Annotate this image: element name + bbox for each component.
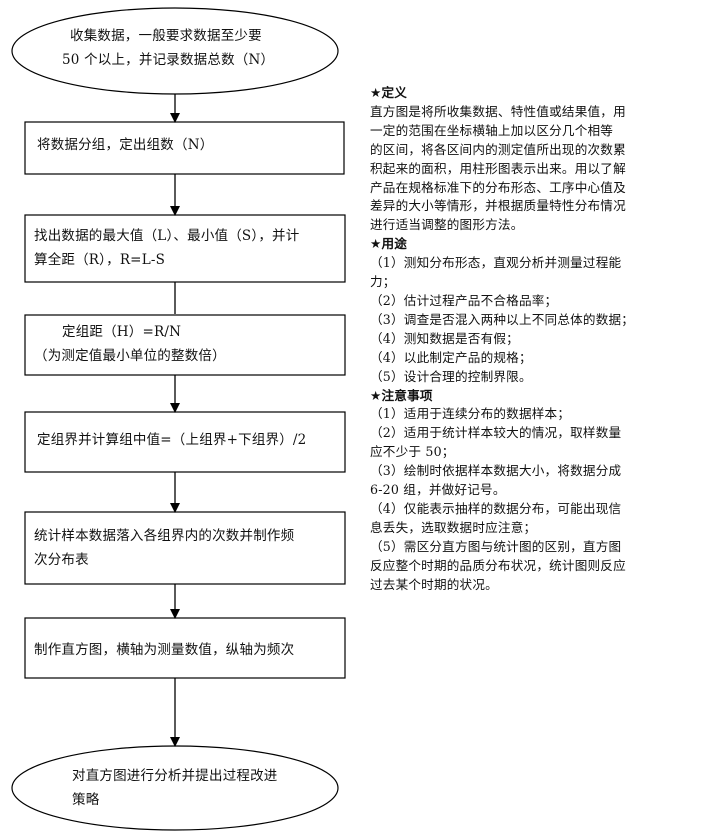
usage-line: 力；	[370, 274, 396, 290]
step5-text-line1: 统计样本数据落入各组界内的次数并制作频	[34, 528, 295, 544]
flowchart-canvas	[11, 7, 346, 831]
step1-box	[24, 121, 345, 175]
step3-box	[24, 314, 346, 376]
step6-text: 制作直方图，横轴为测量数值，纵轴为频次	[34, 642, 295, 658]
step5-text: 统计样本数据落入各组界内的次数并制作频 次分布表	[34, 524, 294, 572]
definition-line: 进行适当调整的图形方法。	[370, 217, 524, 233]
end-text-line1: 对直方图进行分析并提出过程改进	[72, 768, 278, 784]
definition-line: 一定的范围在坐标横轴上加以区分几个相等	[370, 122, 614, 138]
usage-line: （3）调查是否混入两种以上不同总体的数据；	[370, 311, 635, 327]
usage-body: （1）测知分布形态，直观分析并测量过程能 力； （2）估计过程产品不合格品率； …	[370, 254, 706, 386]
definition-body: 直方图是将所收集数据、特性值或结果值，用 一定的范围在坐标横轴上加以区分几个相等…	[370, 103, 706, 235]
step1-text: 将数据分组，定出组数（N）	[37, 137, 214, 153]
notes-line: 6-20 组，并做好记号。	[370, 482, 506, 498]
notes-line: 息丢失，选取数据时应注意；	[370, 519, 537, 535]
start-text: 收集数据，一般要求数据至少要 50 个以上，并记录数据总数（N）	[62, 24, 274, 72]
notes-line: （4）仅能表示抽样的数据分布，可能出现信	[370, 500, 622, 516]
definition-line: 产品在规格标准下的分布形态、工序中心值及	[370, 179, 626, 195]
step2-box	[24, 214, 346, 283]
step5-box	[24, 511, 346, 585]
usage-line: （4）以此制定产品的规格；	[370, 349, 532, 365]
definition-line: 的区间，将各区间内的测定值所出现的次数累	[370, 141, 626, 157]
step2-text-line2: 算全距（R），R=L-S	[34, 252, 166, 268]
step3-text-line1: 定组距（H）=R/N	[62, 324, 182, 340]
usage-line: （2）估计过程产品不合格品率；	[370, 292, 558, 308]
start-text-line2: 50 个以上，并记录数据总数（N）	[62, 52, 275, 68]
step3-text-line2: （为测定值最小单位的整数倍）	[34, 348, 226, 364]
notes-line: （5）需区分直方图与统计图的区别，直方图	[370, 538, 622, 554]
end-text-line2: 策略	[72, 792, 100, 808]
notes-line: （3）绘制时依据样本数据大小，将数据分成	[370, 463, 622, 479]
info-panel: ★定义 直方图是将所收集数据、特性值或结果值，用 一定的范围在坐标横轴上加以区分…	[370, 84, 706, 594]
step4-text: 定组界并计算组中值=（上组界+下组界）/2	[37, 432, 307, 448]
definition-line: 差异的大小等情形，并根据质量特性分布情况	[370, 198, 626, 214]
definition-heading: ★定义	[370, 85, 408, 100]
notes-line: 应不少于 50；	[370, 444, 455, 460]
step2-text-line1: 找出数据的最大值（L）、最小值（S），并计	[34, 228, 300, 244]
usage-line: （1）测知分布形态，直观分析并测量过程能	[370, 255, 622, 271]
step6-box	[24, 617, 346, 679]
step2-text: 找出数据的最大值（L）、最小值（S），并计 算全距（R），R=L-S	[34, 224, 299, 272]
notes-line: 反应整个时期的品质分布状况，统计图则反应	[370, 557, 626, 573]
step4-box	[24, 411, 346, 473]
end-text: 对直方图进行分析并提出过程改进 策略	[72, 764, 278, 812]
start-text-line1: 收集数据，一般要求数据至少要	[70, 28, 262, 44]
usage-heading: ★用途	[370, 236, 408, 252]
usage-line: （5）设计合理的控制界限。	[370, 368, 532, 384]
definition-line: 直方图是将所收集数据、特性值或结果值，用	[370, 103, 626, 119]
step3-text: 定组距（H）=R/N （为测定值最小单位的整数倍）	[34, 320, 226, 368]
notes-heading: ★注意事项	[370, 387, 433, 403]
definition-line: 积起来的面积，用柱形图表示出来。用以了解	[370, 160, 626, 176]
notes-line: （2）适用于统计样本较大的情况，取样数量	[370, 425, 622, 441]
step5-text-line2: 次分布表	[34, 552, 89, 568]
usage-line: （4）测知数据是否有假；	[370, 330, 519, 346]
notes-body: （1）适用于连续分布的数据样本； （2）适用于统计样本较大的情况，取样数量 应不…	[370, 405, 706, 594]
notes-line: 过去某个时期的状况。	[370, 576, 498, 592]
notes-line: （1）适用于连续分布的数据样本；	[370, 406, 571, 422]
